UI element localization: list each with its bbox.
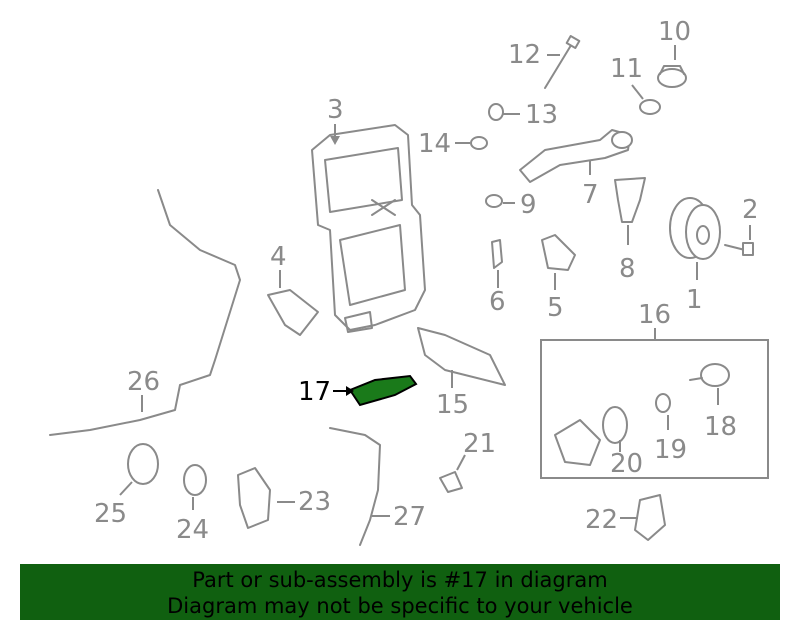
- part-10-cap: [657, 65, 687, 88]
- callout-22[interactable]: 22: [585, 505, 618, 535]
- callout-18[interactable]: 18: [704, 412, 737, 442]
- callout-12[interactable]: 12: [508, 40, 541, 70]
- part-7-hose: [519, 129, 633, 183]
- callout-17[interactable]: 17: [298, 377, 331, 407]
- part-4-bracket: [267, 289, 319, 336]
- part-5-housing: [541, 234, 576, 271]
- callout-4[interactable]: 4: [270, 242, 287, 272]
- callout-7[interactable]: 7: [582, 180, 599, 210]
- callout-16[interactable]: 16: [638, 300, 671, 330]
- banner-line-2: Diagram may not be specific to your vehi…: [167, 594, 633, 618]
- callout-15[interactable]: 15: [436, 390, 469, 420]
- parts-diagram: 1 2 3 4 5 6 7 8 9 10 11 12 13 14 15 16 1…: [49, 17, 769, 546]
- part-15-gasket: [417, 327, 506, 386]
- part-25-ring: [127, 443, 159, 485]
- callout-21[interactable]: 21: [463, 429, 496, 459]
- part-13-fitting: [488, 103, 504, 121]
- callout-13[interactable]: 13: [525, 100, 558, 130]
- callout-25[interactable]: 25: [94, 499, 127, 529]
- part-27-cable: [329, 427, 381, 546]
- part-8-bracket: [614, 177, 646, 223]
- callout-3[interactable]: 3: [327, 95, 344, 125]
- banner-line-1: Part or sub-assembly is #17 in diagram: [192, 568, 608, 592]
- info-banner: Part or sub-assembly is #17 in diagram D…: [20, 564, 780, 620]
- part-12-dipstick: [544, 35, 581, 89]
- callout-6[interactable]: 6: [489, 287, 506, 317]
- part-6-clip: [491, 239, 503, 269]
- callout-23[interactable]: 23: [298, 487, 331, 517]
- callout-8[interactable]: 8: [619, 254, 636, 284]
- callout-1[interactable]: 1: [686, 285, 703, 315]
- callout-5[interactable]: 5: [547, 293, 564, 323]
- part-14-seal: [470, 136, 488, 150]
- part-2-bolt: [724, 242, 754, 256]
- callout-27[interactable]: 27: [393, 502, 426, 532]
- part-23-housing: [237, 467, 271, 529]
- callout-2[interactable]: 2: [742, 195, 759, 225]
- part-22-fitting: [634, 494, 666, 541]
- callout-11[interactable]: 11: [610, 54, 643, 84]
- callout-24[interactable]: 24: [176, 515, 209, 545]
- part-26-tube: [49, 189, 241, 436]
- part-19-ring: [655, 393, 671, 413]
- callout-19[interactable]: 19: [654, 435, 687, 465]
- part-9-ring: [485, 194, 503, 208]
- part-1-pulley: [669, 197, 721, 260]
- callout-14[interactable]: 14: [418, 129, 451, 159]
- callout-9[interactable]: 9: [520, 190, 537, 220]
- callout-26[interactable]: 26: [127, 367, 160, 397]
- callout-10[interactable]: 10: [658, 17, 691, 47]
- part-18-cap: [689, 363, 730, 387]
- part-21-sensor: [439, 471, 463, 493]
- part-20-filter: [554, 406, 628, 466]
- part-24-ring: [183, 464, 207, 496]
- part-17-highlighted: [348, 374, 418, 407]
- part-11-ring: [639, 99, 661, 115]
- part-3-housing: [311, 124, 426, 333]
- callout-20[interactable]: 20: [610, 449, 643, 479]
